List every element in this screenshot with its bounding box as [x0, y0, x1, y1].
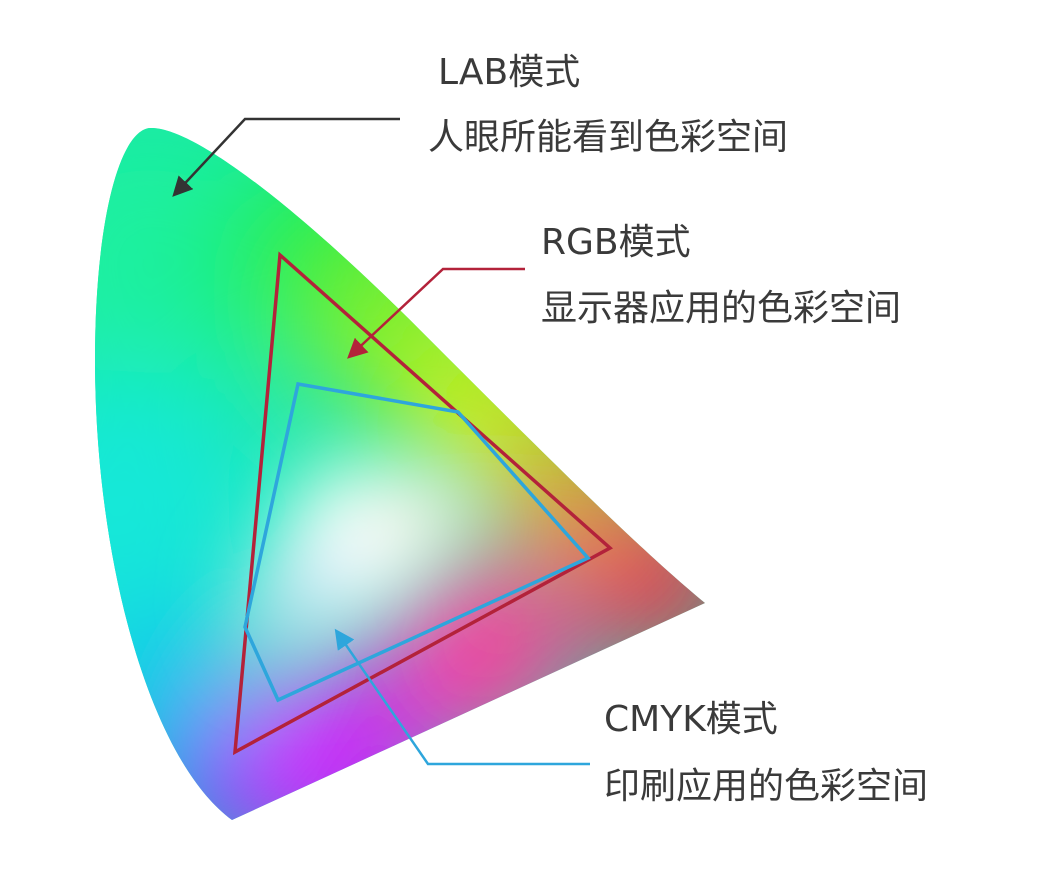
lab-leader-line [172, 117, 400, 197]
lab-gamut-area [95, 127, 705, 821]
rgb-title: RGB模式 [541, 222, 691, 263]
lab-title: LAB模式 [438, 52, 580, 93]
cmyk-description: 印刷应用的色彩空间 [604, 766, 928, 807]
cmyk-leader-line [334, 628, 590, 766]
rgb-gamut-outline [232, 251, 614, 756]
cmyk-title: CMYK模式 [604, 699, 778, 740]
lab-description: 人眼所能看到色彩空间 [428, 117, 788, 158]
rgb-description: 显示器应用的色彩空间 [541, 288, 901, 329]
rgb-leader-line [347, 267, 525, 359]
cmyk-gamut-outline [243, 381, 591, 703]
